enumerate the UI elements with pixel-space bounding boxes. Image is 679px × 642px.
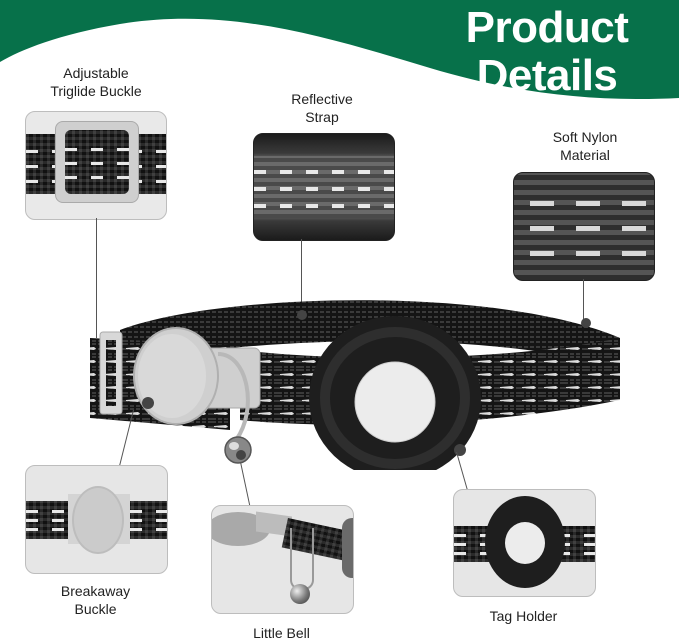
header-banner [0,0,679,100]
strap-texture [254,156,394,218]
title-line-1: Product [465,3,629,52]
leader-line [301,239,303,317]
inset-little-bell [211,505,354,614]
label-line: Strap [305,109,339,125]
label-breakaway-buckle: Breakaway Buckle [25,582,166,618]
collar-illustration [90,300,620,470]
leader-line [583,279,585,323]
inset-breakaway-buckle [25,465,168,574]
bell-icon [224,436,252,464]
breakaway-buckle-icon [72,486,124,554]
label-reflective-strap: Reflective Strap [246,90,398,126]
label-line: Reflective [291,91,353,107]
page-title: Product Details [437,4,657,100]
label-line: Material [560,147,610,163]
banner-wave [0,0,679,100]
label-line: Breakaway [60,583,131,599]
label-tag-holder: Tag Holder [453,607,594,625]
leader-line [96,218,98,338]
label-soft-nylon: Soft Nylon Material [510,128,660,164]
inset-soft-nylon [513,172,655,281]
label-line: Buckle [74,601,117,617]
inset-triglide-buckle [25,111,167,220]
label-line: Adjustable [63,65,129,81]
label-line: Soft Nylon [552,129,618,145]
label-line: Little Bell [253,625,310,641]
triglide-buckle-icon [55,121,139,203]
label-line: Triglide Buckle [50,83,142,99]
label-triglide-buckle: Adjustable Triglide Buckle [20,64,172,100]
label-line: Tag Holder [489,608,558,624]
title-line-2: Details [476,51,618,100]
inset-reflective-strap [253,133,395,241]
tag-holder-icon [485,496,565,588]
label-little-bell: Little Bell [211,624,352,642]
inset-tag-holder [453,489,596,597]
bell-icon [290,584,310,604]
